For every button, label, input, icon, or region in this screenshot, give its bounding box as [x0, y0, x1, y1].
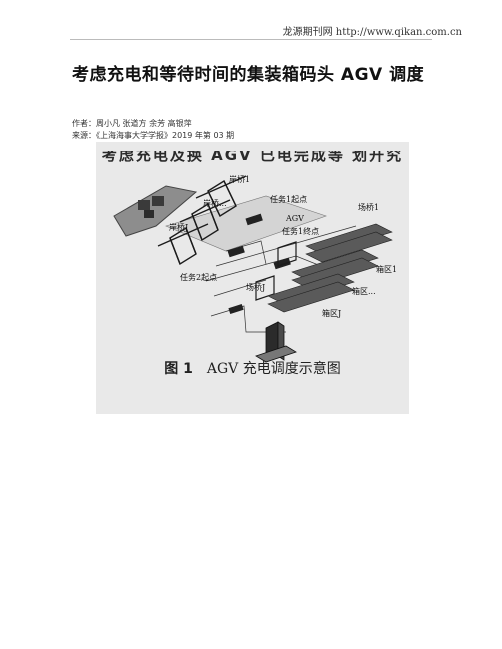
figure-cropped-heading: 考虑充电及换 AGV 已电完成等 划开究: [101, 146, 404, 164]
ship-hull: [113, 185, 198, 237]
figure-caption: 图 1 AGV 充电调度示意图: [96, 358, 409, 378]
label-task1-start: 任务1起点: [270, 195, 308, 204]
ship-containers-3: [144, 210, 154, 218]
label-task2-start: 任务2起点: [180, 273, 218, 282]
label-agv: AGV: [286, 214, 304, 223]
agv-vehicle-4: [228, 303, 244, 315]
yard-crane-1: [277, 241, 297, 267]
container-block-j: [267, 273, 355, 313]
terminal-illustration: [113, 175, 393, 363]
label-quay-crane-dots: 岸桥...: [203, 199, 227, 208]
label-block-j: 箱区J: [322, 309, 342, 318]
article-authors: 作者：周小凡 张道方 余芳 高银萍: [72, 119, 192, 128]
figure-caption-text: AGV 充电调度示意图: [206, 361, 341, 377]
quay-crane-2: [179, 199, 231, 242]
agv-vehicle-2: [227, 245, 245, 258]
header-divider: [70, 39, 432, 40]
figure-caption-number: 图 1: [164, 361, 193, 377]
label-yard-crane-j: 场桥J: [246, 283, 266, 292]
quay-crane-1: [195, 175, 247, 218]
agv-vehicle-3: [273, 257, 291, 270]
article-title: 考虑充电和等待时间的集装箱码头 AGV 调度: [72, 65, 425, 85]
quay-crane-j: [157, 223, 209, 266]
label-quay-crane-j: 岸桥J: [169, 223, 189, 232]
charging-station: [255, 321, 297, 363]
label-quay-crane-1: 岸桥1: [229, 175, 251, 184]
label-yard-crane-1: 场桥1: [358, 203, 380, 212]
article-source: 来源：《上海海事大学学报》2019 年第 03 期: [72, 131, 235, 140]
label-block-dots: 箱区...: [352, 287, 376, 296]
ship-containers-2: [152, 196, 164, 206]
container-block-1: [305, 223, 393, 263]
label-block-1: 箱区1: [376, 265, 398, 274]
header-site-url: 龙源期刊网 http://www.qikan.com.cn: [282, 27, 462, 38]
figure-agv-diagram: 考虑充电及换 AGV 已电完成等 划开究: [96, 142, 409, 414]
label-task1-end: 任务1终点: [282, 227, 320, 236]
agv-vehicle-1: [245, 213, 263, 226]
ship-containers-1: [138, 200, 150, 210]
